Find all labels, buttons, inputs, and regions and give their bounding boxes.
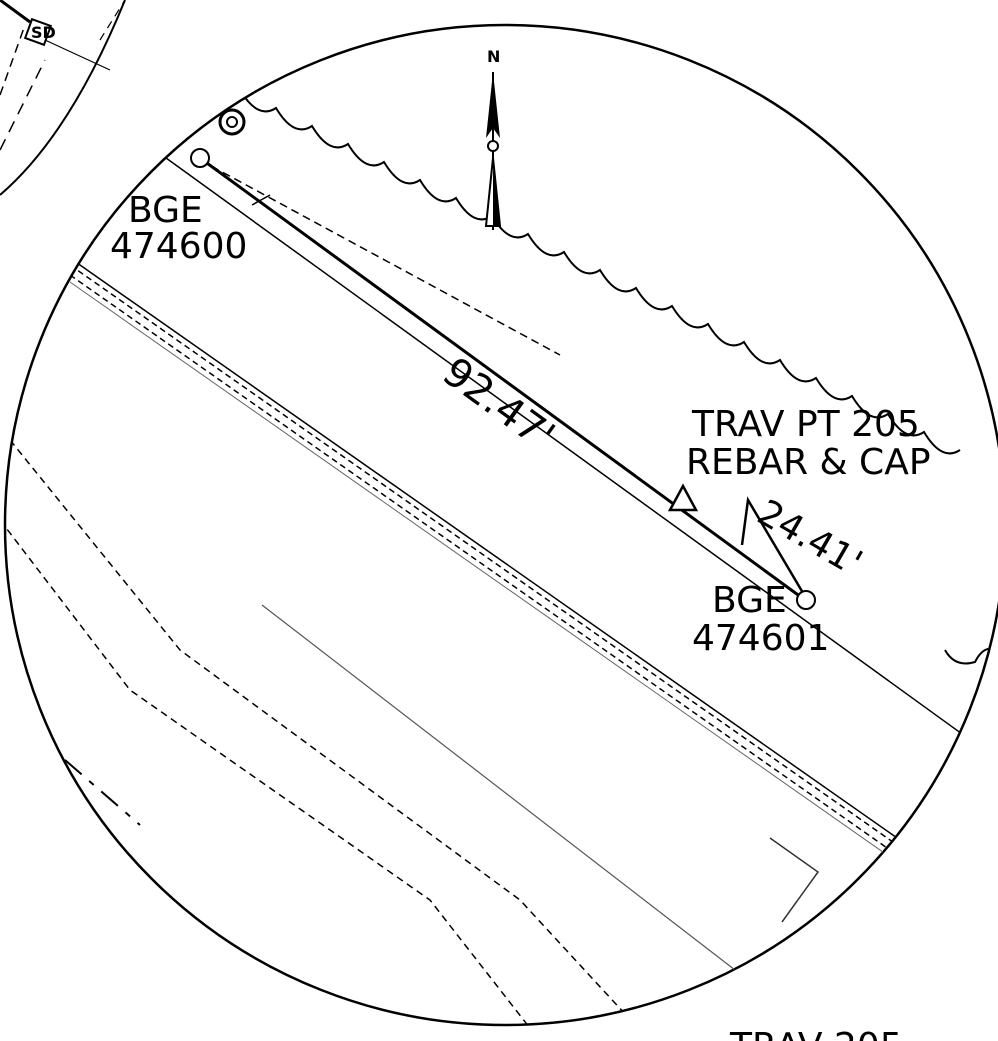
pavement-dashed-line-2 [5,519,541,1025]
traverse-tick [251,194,271,206]
bottom-partial-label: TRAV 205 [729,1026,903,1041]
road-edge-line-4 [69,281,901,865]
dashed-edge-line [199,159,561,356]
adjacent-point-symbol: SD [31,23,56,42]
road-edge-line-2 [69,264,901,848]
tree-line [239,89,961,455]
right-of-way-line [154,149,998,761]
pavement-dashed-line-1 [9,439,651,1025]
trav-pt-205-label-line2: REBAR & CAP [686,442,931,483]
main-distance-label: 92.47' [434,349,563,460]
bge-474600-label-line2: 474600 [110,226,247,267]
road-edge-line-1 [69,257,901,841]
traverse-line [199,156,806,602]
detail-circle [3,23,998,1027]
stripe-chevron [769,837,820,923]
adjacent-detail-fragment: SD [0,0,126,196]
trav-pt-205-triangle [667,483,699,512]
bge-474601-label-line2: 474601 [692,618,829,659]
bge-474601-label-line1: BGE [712,580,787,621]
bge-474600-marker [190,148,210,168]
offset-leg [740,496,808,599]
north-arrow-label: N [487,47,500,66]
north-arrow-icon [484,72,502,230]
utility-symbol [218,108,246,136]
road-edge-line-3 [69,274,901,858]
offset-distance-label: 24.41' [751,492,869,584]
centerline-fragment [64,759,141,826]
bge-474600-label-line1: BGE [128,190,203,231]
bge-474601-marker [796,590,816,610]
pavement-stripe [261,604,736,971]
trav-pt-205-label-line1: TRAV PT 205 [691,404,920,445]
